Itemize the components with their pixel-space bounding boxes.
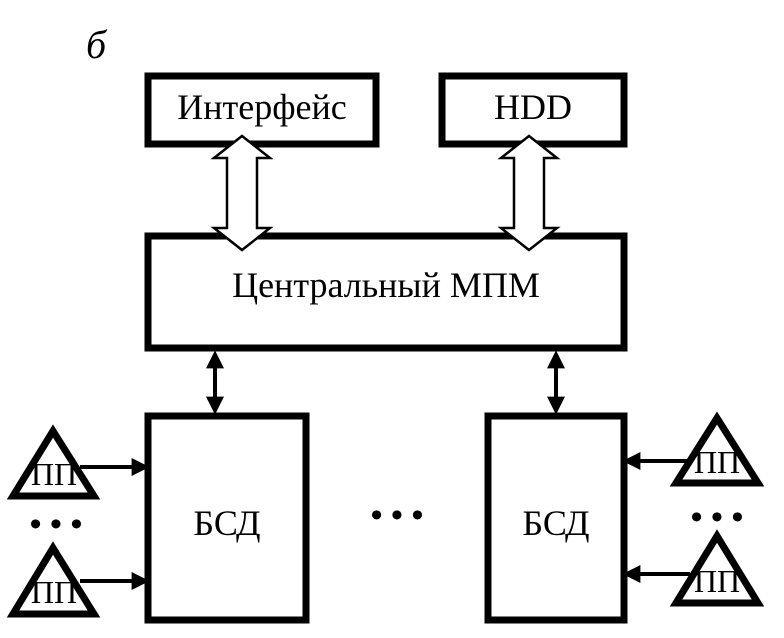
sensor-right-top-label: ПП — [694, 444, 740, 480]
bsd-right-block: БСД — [484, 412, 628, 624]
interface-label: Интерфейс — [177, 87, 347, 127]
central-mpm-block: Центральный МПМ — [144, 232, 628, 352]
sensor-left-top: ПП — [6, 424, 101, 500]
hdd-label: HDD — [494, 87, 572, 127]
sensor-left-bottom: ПП — [6, 541, 101, 618]
sensor-left-bottom-label: ПП — [31, 574, 77, 610]
figure-label: б — [86, 22, 108, 67]
sensor-left-top-label: ПП — [31, 456, 77, 492]
interface-bus-arrow — [210, 134, 274, 252]
central-mpm-label: Центральный МПМ — [232, 265, 540, 305]
bsd-right-label: БСД — [522, 503, 589, 543]
middle-ellipsis: • • • — [371, 497, 424, 534]
sensor-right-top: ПП — [669, 411, 765, 487]
bsd-left-block: БСД — [144, 412, 310, 624]
hdd-block: HDD — [438, 72, 628, 148]
sensor-right-bottom: ПП — [669, 529, 765, 607]
bsd-left-label: БСД — [193, 503, 260, 543]
sensor-right-bottom-label: ПП — [694, 563, 740, 599]
hdd-bus-arrow — [497, 134, 561, 252]
interface-block: Интерфейс — [144, 72, 380, 148]
left-ellipsis: • • • — [30, 506, 83, 543]
